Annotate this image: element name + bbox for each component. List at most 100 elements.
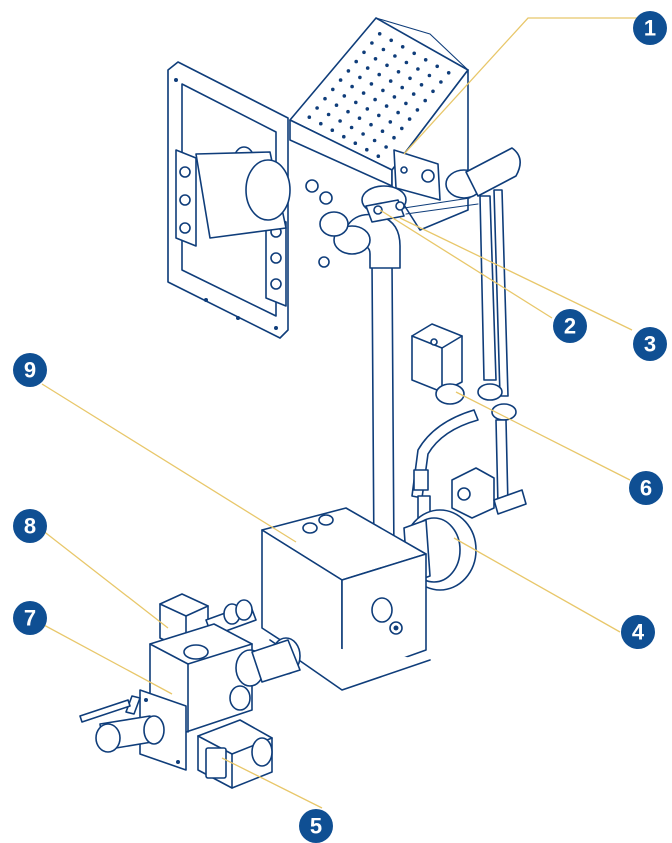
leader-line-5: [221, 757, 323, 809]
perforation-hole: [319, 121, 323, 126]
callout-8-label: 8: [24, 514, 36, 539]
callouts: 1 2 3 4 5 6 7 8: [13, 11, 667, 843]
perforation-hole: [389, 38, 394, 43]
perforation-hole: [365, 147, 369, 152]
perforation-hole: [370, 41, 374, 45]
callout-3-label: 3: [644, 332, 656, 357]
perforation-hole: [380, 129, 385, 133]
perforation-hole: [412, 51, 417, 56]
perforation-hole: [346, 69, 351, 73]
perforation-hole: [427, 73, 432, 78]
perforation-hole: [334, 103, 339, 107]
perforation-hole: [315, 106, 319, 110]
pilot-assembly: [445, 147, 521, 507]
assembly-drawing: [79, 17, 527, 789]
perforation-hole: [323, 96, 327, 101]
pilot-solenoid-valve: [411, 323, 479, 527]
perforation-hole: [342, 94, 347, 98]
callout-6-label: 6: [640, 476, 652, 501]
perforation-hole: [342, 134, 346, 139]
perforation-hole: [346, 109, 350, 114]
perforation-hole: [361, 132, 365, 136]
perforation-hole: [377, 113, 381, 118]
perforation-hole: [331, 87, 335, 92]
perforation-hole: [365, 66, 370, 70]
perforation-hole: [400, 85, 405, 90]
callout-3: 3: [633, 327, 667, 361]
perforation-hole: [439, 80, 443, 84]
perforation-hole: [392, 95, 397, 99]
perforation-hole: [326, 112, 331, 117]
perforation-hole: [385, 63, 389, 68]
perforation-hole: [435, 64, 440, 69]
perforation-hole: [404, 101, 408, 106]
perforation-hole: [361, 91, 366, 95]
callout-4-label: 4: [632, 620, 645, 645]
perforation-hole: [349, 125, 354, 130]
callout-9-label: 9: [24, 358, 36, 383]
perforation-hole: [357, 116, 362, 120]
main-pipe: [305, 179, 407, 561]
callout-5-label: 5: [310, 814, 322, 839]
hood-perforations: [307, 32, 451, 158]
perforation-hole: [408, 76, 412, 81]
perforation-hole: [362, 50, 366, 55]
perforation-hole: [377, 32, 382, 36]
callout-7: 7: [13, 601, 47, 635]
perforation-hole: [388, 79, 393, 83]
mounting-bracket: [167, 61, 291, 339]
perforation-hole: [376, 154, 381, 158]
perforation-hole: [393, 54, 397, 58]
callout-7-label: 7: [24, 606, 36, 631]
perforation-hole: [372, 138, 377, 143]
perforation-hole: [404, 60, 409, 65]
perforation-hole: [369, 82, 374, 86]
leader-line-7: [41, 623, 173, 695]
perforation-hole: [354, 100, 358, 105]
perforation-hole: [400, 45, 405, 49]
leader-lines: [41, 17, 638, 809]
perforation-hole: [388, 120, 393, 124]
perforation-hole: [431, 89, 435, 94]
perforation-hole: [396, 110, 400, 115]
safety-solenoid-valve: [197, 719, 273, 789]
leader-line-2: [379, 209, 553, 319]
perforation-hole: [338, 78, 343, 82]
perforation-hole: [350, 84, 354, 89]
leader-line-6: [455, 391, 631, 481]
perforation-hole: [338, 119, 342, 123]
perforation-hole: [446, 71, 451, 75]
perforation-hole: [381, 47, 386, 52]
burner-hood: [289, 17, 469, 231]
callout-9: 9: [13, 353, 47, 387]
perforation-hole: [353, 141, 358, 145]
perforation-hole: [369, 122, 373, 127]
perforation-hole: [419, 83, 424, 87]
perforation-hole: [415, 108, 420, 112]
leader-line-8: [41, 529, 169, 629]
leader-line-1: [403, 17, 638, 155]
perforation-hole: [365, 107, 370, 111]
callout-5: 5: [299, 809, 333, 843]
leader-line-3: [399, 217, 633, 331]
callout-6: 6: [629, 471, 663, 505]
callout-1-label: 1: [644, 16, 656, 41]
perforation-hole: [358, 75, 362, 80]
perforation-hole: [384, 104, 389, 108]
perforation-hole: [373, 97, 377, 102]
perforation-hole: [423, 98, 428, 103]
perforation-hole: [407, 117, 412, 121]
perforation-hole: [423, 58, 428, 62]
ignition-electrodes: [365, 197, 479, 223]
perforation-hole: [330, 128, 335, 132]
perforation-hole: [381, 88, 385, 93]
leader-line-4: [453, 537, 621, 633]
leader-line-9: [41, 383, 297, 543]
perforation-hole: [400, 126, 404, 131]
perforation-hole: [416, 67, 420, 71]
perforation-hole: [354, 59, 359, 64]
callout-4: 4: [621, 615, 655, 649]
perforation-hole: [373, 57, 378, 61]
callout-2-label: 2: [564, 314, 576, 339]
